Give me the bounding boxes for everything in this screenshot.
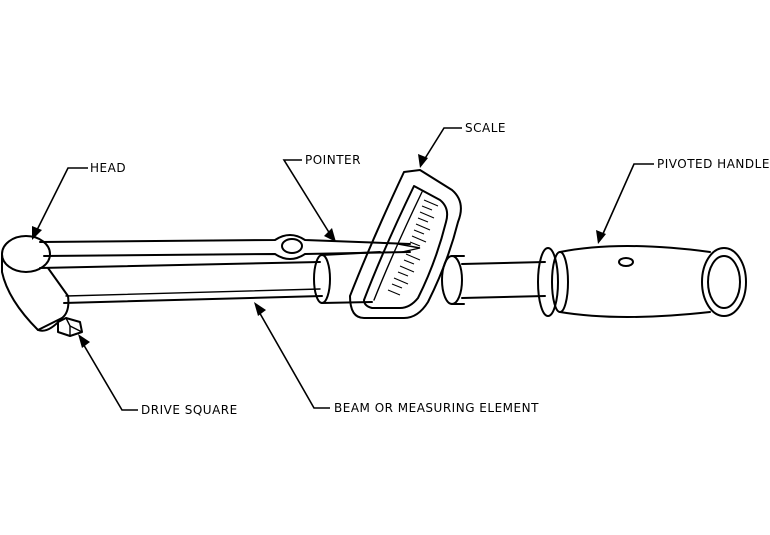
pivoted-handle-leader [596, 163, 654, 244]
scale-graduations [387, 199, 439, 296]
pivoted-handle [537, 245, 747, 318]
pivoted-handle-label: PIVOTED HANDLE [657, 157, 770, 171]
beam-leader [254, 302, 330, 409]
shaft [441, 255, 546, 305]
beam-label: BEAM OR MEASURING ELEMENT [334, 401, 539, 415]
pointer-label: POINTER [305, 153, 361, 167]
drive-square-label: DRIVE SQUARE [141, 403, 238, 417]
pointer-rod [39, 234, 411, 260]
drive-square-leader [78, 334, 138, 411]
cylinder-housing [313, 251, 381, 304]
pointer-leader [282, 159, 336, 242]
head-label: HEAD [90, 161, 127, 175]
scale-label: SCALE [465, 121, 506, 135]
scale [349, 169, 462, 319]
drive-square [57, 317, 83, 337]
scale-leader [418, 127, 462, 168]
beam [39, 261, 323, 304]
head [1, 235, 70, 332]
head-leader [32, 167, 88, 240]
